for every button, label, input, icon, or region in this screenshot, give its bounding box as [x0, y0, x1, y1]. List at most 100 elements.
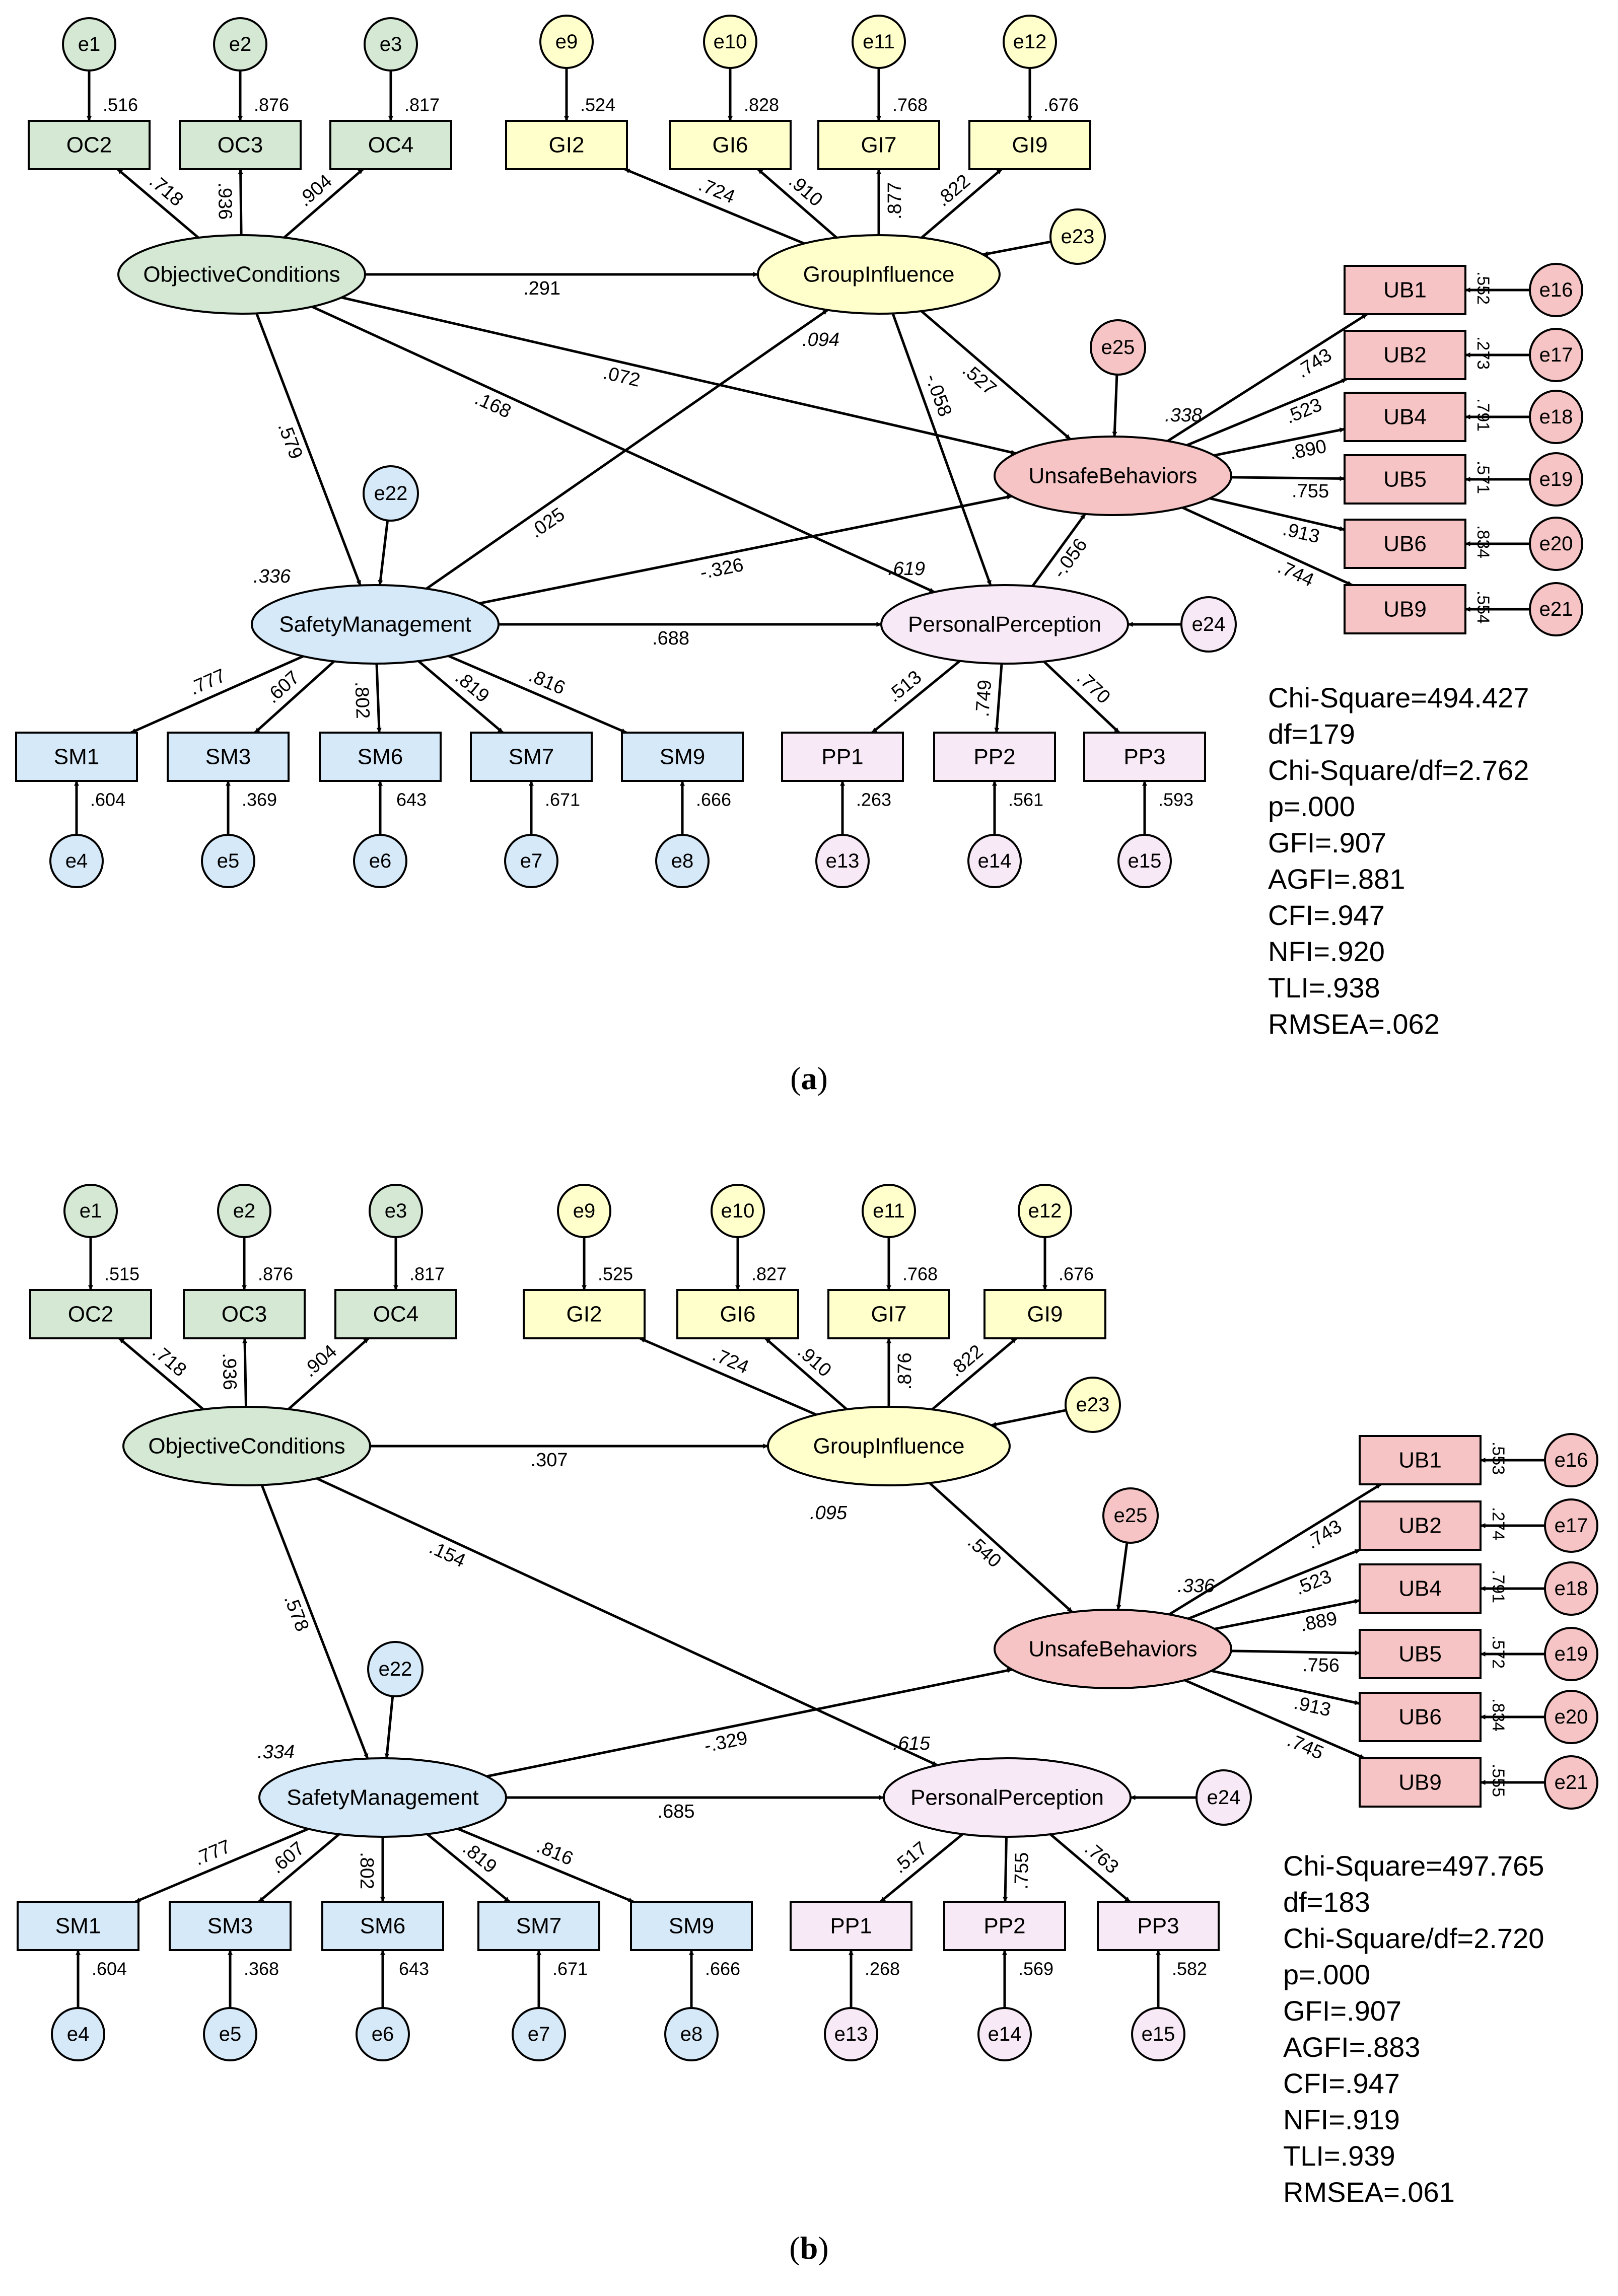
loading-arrow [931, 1337, 1017, 1411]
loading-arrow [1214, 427, 1345, 457]
error-e10: e10 [703, 15, 757, 69]
indicator-label: GI9 [1027, 1302, 1063, 1327]
error-term-label: e12 [1028, 1200, 1062, 1222]
gi-indicators: .724.524GI2e9.910.828GI6e10.877.768GI7e1… [505, 15, 1091, 245]
error-term-shape [217, 1184, 271, 1238]
indicator-box [968, 120, 1091, 170]
error-term-label: e13 [834, 2023, 868, 2045]
error-e14: e14 [977, 2007, 1032, 2061]
indicator-r2: .582 [1172, 1959, 1207, 1979]
indicator-r2: .791 [1489, 1570, 1508, 1603]
indicator-UB1: UB1 [1359, 1435, 1482, 1485]
path-coefficient: .579 [273, 419, 307, 462]
latent-label: UnsafeBehaviors [1028, 1637, 1197, 1662]
error-e12: e12 [1003, 15, 1057, 69]
error-e7: e7 [504, 834, 558, 888]
loading-arrow [1231, 476, 1345, 481]
error-term-shape [62, 17, 116, 71]
indicator-PP1: PP1 [781, 732, 904, 782]
error-term-label: e11 [873, 1200, 905, 1222]
loading-arrow [879, 1833, 964, 1903]
error-term-label: e25 [1101, 336, 1135, 358]
error-e2: e2 [213, 17, 267, 71]
error-term-label: e4 [67, 2023, 90, 2045]
error-term-label: e17 [1555, 1515, 1588, 1537]
loading-value: .513 [884, 667, 926, 706]
error-term-label: e16 [1539, 279, 1573, 301]
error-term-label: e7 [520, 850, 543, 872]
indicator-r2: .768 [902, 1264, 938, 1284]
error-term-label: e24 [1207, 1786, 1241, 1809]
fit-index: NFI=.919 [1283, 2104, 1400, 2135]
indicator-SM1: SM1 [15, 732, 138, 782]
latent-label: PersonalPerception [908, 612, 1101, 637]
error-term-label: e25 [1114, 1504, 1148, 1527]
loading-value: .755 [1011, 1852, 1032, 1890]
error-e4: e4 [51, 2007, 105, 2061]
indicator-PP1: PP1 [790, 1901, 912, 1951]
error-term-shape [63, 1184, 118, 1238]
loading-arrow [417, 660, 504, 734]
indicator-box [933, 732, 1056, 782]
loading-arrow [871, 660, 961, 734]
loading-arrow [639, 1337, 817, 1416]
indicator-label: SM3 [205, 745, 251, 769]
indicator-box [477, 1901, 600, 1951]
loading-arrow [288, 1337, 370, 1410]
loading-value: .755 [1292, 480, 1329, 502]
indicator-box [983, 1289, 1106, 1339]
fit-index: p=.000 [1268, 791, 1355, 822]
loading-arrow [1231, 1649, 1360, 1656]
error-e18: e18 [1529, 390, 1583, 444]
fit-index: NFI=.920 [1268, 936, 1385, 967]
latent-label: PersonalPerception [910, 1785, 1104, 1810]
error-e1: e1 [63, 1184, 118, 1238]
path-gi-ub [929, 1482, 1073, 1613]
error-term-label: e21 [1539, 598, 1573, 620]
indicator-label: PP1 [830, 1914, 872, 1939]
indicator-box [817, 120, 940, 170]
indicator-label: PP3 [1137, 1914, 1179, 1939]
loading-arrow [1209, 497, 1345, 531]
indicator-UB4: UB4 [1359, 1563, 1482, 1614]
error-e17: e17 [1544, 1498, 1598, 1553]
error-term-shape [1529, 517, 1583, 571]
loading-value: .743 [1303, 1516, 1346, 1553]
error-e16: e16 [1529, 263, 1583, 317]
fit-indices-a: Chi-Square=494.427 df=179 Chi-Square/df=… [1268, 680, 1529, 1042]
error-e6: e6 [353, 834, 407, 888]
error-e11: e11 [862, 1184, 916, 1238]
loading-arrow [757, 168, 837, 239]
indicator-label: UB6 [1398, 1705, 1442, 1730]
loading-arrow [457, 1827, 634, 1903]
sm-indicators: .777.604SM1e4.607.368SM3e5.802643SM6e6.8… [17, 1827, 753, 2061]
indicator-label: SM7 [516, 1914, 561, 1939]
loading-value: .744 [1275, 556, 1317, 591]
path-oc-pp [316, 1477, 938, 1767]
indicator-box [1083, 732, 1206, 782]
error-term-shape [363, 465, 419, 522]
error-e3: e3 [364, 17, 418, 71]
indicator-box [630, 1901, 753, 1951]
indicator-label: PP1 [821, 745, 863, 769]
error-term-label: e14 [978, 850, 1012, 872]
fit-index: df=179 [1268, 718, 1355, 750]
loading-arrow [1186, 378, 1347, 447]
error-term-shape [852, 15, 906, 69]
error-term-shape [967, 834, 1022, 888]
path-coefficient: .685 [658, 1801, 695, 1822]
loading-value: .802 [350, 681, 373, 720]
loading-value: .904 [299, 1341, 341, 1381]
latent-ellipse [994, 436, 1232, 516]
error-term-shape [1090, 319, 1146, 376]
error-e12: e12 [1018, 1184, 1072, 1238]
indicator-label: UB1 [1383, 278, 1427, 303]
error-term-shape [1544, 1433, 1598, 1487]
fit-index: Chi-Square/df=2.720 [1283, 1922, 1544, 1954]
indicator-GI6: GI6 [669, 120, 792, 170]
indicator-box [319, 732, 442, 782]
loading-arrow [448, 655, 627, 734]
latent-ellipse [258, 1757, 507, 1838]
loading-arrow [426, 1833, 511, 1903]
